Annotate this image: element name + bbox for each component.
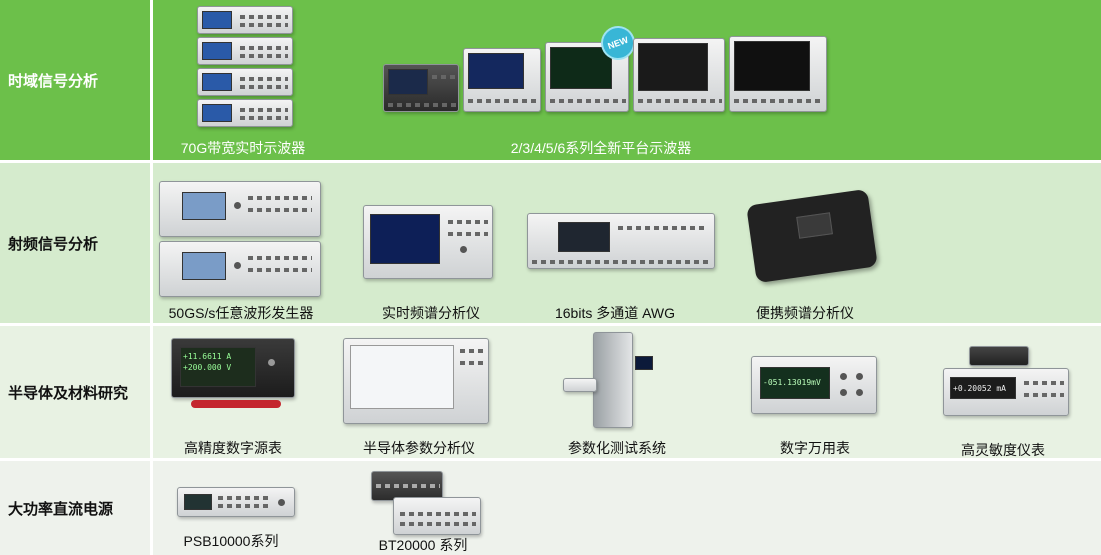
spectrum-analyzer-icon xyxy=(363,205,493,279)
awg-icon xyxy=(527,213,715,269)
product-70g-oscilloscope[interactable] xyxy=(193,4,303,132)
smu-reading-1: +11.6611 A xyxy=(183,352,232,361)
caption-electrometer: 高灵敏度仪表 xyxy=(961,442,1045,458)
product-rtsa[interactable] xyxy=(363,205,495,281)
row-label-semiconductor: 半导体及材料研究 xyxy=(8,384,129,402)
caption-param-analyzer: 半导体参数分析仪 xyxy=(363,440,475,456)
row-semiconductor: 半导体及材料研究 +11.6611 A +200.000 V 高精度数字源表 半… xyxy=(0,326,1101,458)
oscilloscope-icon xyxy=(197,6,293,34)
row-label-time-domain: 时域信号分析 xyxy=(8,72,99,90)
electrometer-reading: +0.20052 mA xyxy=(953,384,1006,393)
caption-dmm: 数字万用表 xyxy=(780,440,850,456)
row-time-domain: 时域信号分析 70G带 xyxy=(0,0,1101,160)
oscilloscope-icon xyxy=(383,64,459,112)
waveform-generator-icon xyxy=(159,181,321,237)
row-rf-domain: 射频信号分析 50GS/s任意波形发生器 xyxy=(0,163,1101,323)
product-50gs-awg[interactable] xyxy=(159,181,323,299)
power-supply-icon xyxy=(371,471,443,501)
row-label-dc-power: 大功率直流电源 xyxy=(8,500,114,518)
test-system-icon xyxy=(593,332,633,428)
caption-scope-series: 2/3/4/5/6系列全新平台示波器 xyxy=(510,140,692,156)
product-electrometer[interactable]: +0.20052 mA xyxy=(933,346,1071,422)
electrometer-icon xyxy=(969,346,1029,366)
caption-smu: 高精度数字源表 xyxy=(184,440,282,456)
caption-portable-sa: 便携频谱分析仪 xyxy=(756,305,854,321)
product-smu[interactable]: +11.6611 A +200.000 V xyxy=(171,338,299,424)
caption-50gs-awg: 50GS/s任意波形发生器 xyxy=(168,305,314,321)
product-param-analyzer[interactable] xyxy=(343,338,493,426)
portable-analyzer-icon xyxy=(746,188,878,284)
dmm-reading: -051.13019mV xyxy=(763,378,821,387)
caption-rtsa: 实时频谱分析仪 xyxy=(382,305,480,321)
product-param-test-system[interactable] xyxy=(563,332,655,430)
multimeter-icon: -051.13019mV xyxy=(751,356,877,414)
caption-bt20000: BT20000 系列 xyxy=(378,537,468,553)
smu-reading-2: +200.000 V xyxy=(183,363,232,372)
row-label-rf-domain: 射频信号分析 xyxy=(8,235,99,253)
product-16bit-awg[interactable] xyxy=(527,213,717,273)
power-supply-icon xyxy=(177,487,295,517)
row-dc-power: 大功率直流电源 PSB10000系列 BT20000 系列 xyxy=(0,461,1101,555)
parameter-analyzer-icon xyxy=(343,338,489,424)
caption-70g-oscilloscope: 70G带宽实时示波器 xyxy=(180,140,306,156)
caption-param-test-system: 参数化测试系统 xyxy=(568,440,666,456)
product-bt20000[interactable] xyxy=(371,471,483,537)
product-psb10000[interactable] xyxy=(177,487,297,523)
caption-psb10000: PSB10000系列 xyxy=(183,533,279,549)
product-portable-sa[interactable] xyxy=(745,188,881,284)
source-meter-icon: +11.6611 A +200.000 V xyxy=(171,338,295,398)
product-scope-series[interactable]: NEW xyxy=(381,23,831,120)
product-dmm[interactable]: -051.13019mV xyxy=(751,356,879,418)
caption-16bit-awg: 16bits 多通道 AWG xyxy=(554,305,676,321)
